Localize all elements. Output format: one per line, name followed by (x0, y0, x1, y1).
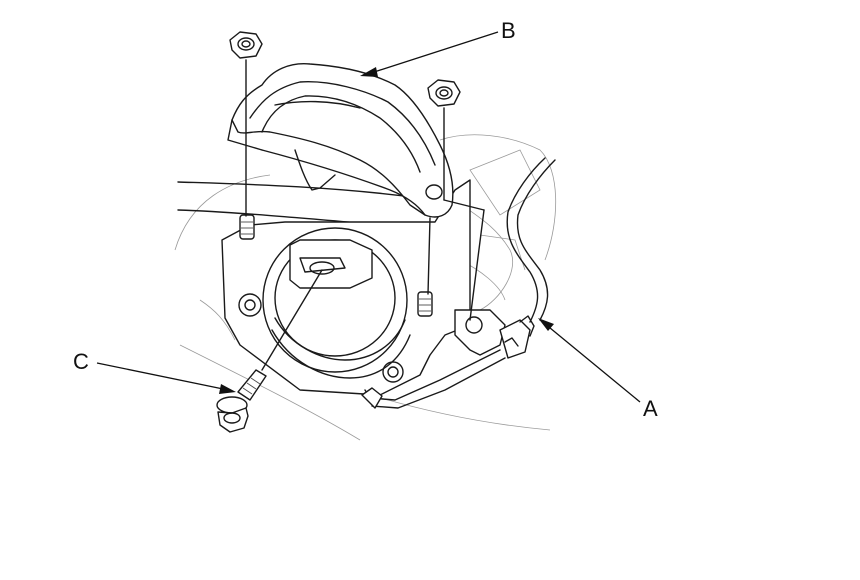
assembly-guide-lines (245, 59, 485, 371)
stud-right (417, 291, 433, 317)
callout-label-a: A (643, 396, 658, 421)
callout-arrow-c (96, 362, 236, 394)
subframe-member (177, 181, 421, 229)
callout-arrow-b (360, 31, 499, 77)
mount-bolt (216, 369, 267, 433)
nut-top-right (427, 79, 461, 107)
bracket-tab (454, 309, 506, 356)
upper-mount-bracket (227, 63, 454, 218)
stud-left (239, 214, 255, 240)
callout-arrow-a (538, 318, 641, 403)
harness-wire (361, 157, 556, 409)
callout-label-c: C (73, 349, 89, 374)
callout-label-b: B (501, 18, 516, 43)
nut-top-left (229, 31, 263, 59)
mount-insulator (262, 227, 411, 379)
